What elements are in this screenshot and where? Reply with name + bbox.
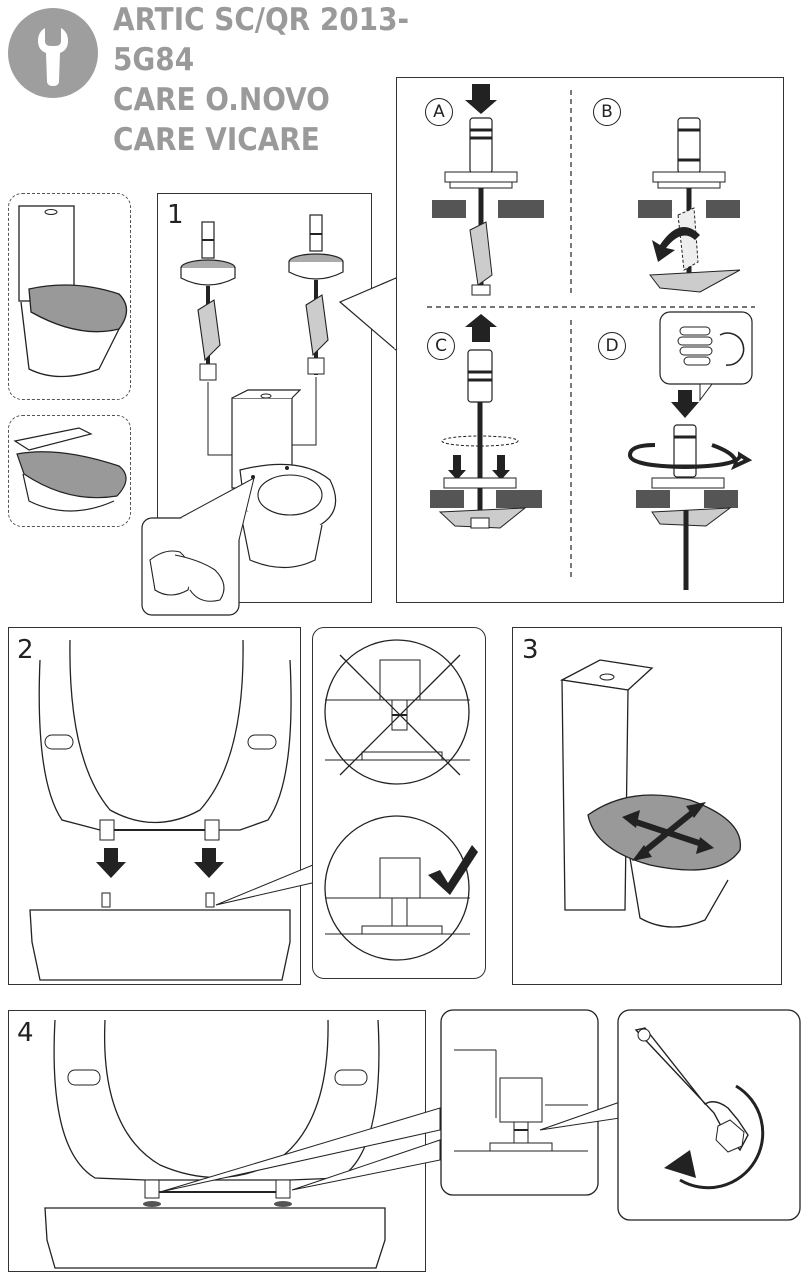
step2-number: 2 <box>17 635 34 665</box>
substep-c-label: C <box>427 332 455 360</box>
substep-d-label: D <box>598 332 626 360</box>
rotate-arrow-b <box>652 227 700 262</box>
step1-number: 1 <box>167 200 184 230</box>
incorrect-fit <box>324 639 470 785</box>
hinge-bolt-right <box>288 214 344 375</box>
hand-wiping-icon <box>149 550 225 602</box>
wrench-icon <box>38 28 68 86</box>
pan-rim <box>29 892 291 981</box>
toilet-wall-hung-icon <box>13 427 127 512</box>
wrench-badge <box>8 8 98 98</box>
move-arrows-icon <box>629 805 706 858</box>
title-line-1: ARTIC SC/QR 2013- <box>113 2 410 38</box>
toilet-step1 <box>231 389 337 569</box>
seat-underside <box>38 639 292 841</box>
correct-fit <box>324 815 478 961</box>
title-line-4: CARE VICARE <box>113 122 320 158</box>
hinge-closeup <box>454 1049 588 1152</box>
substep-b-label: B <box>593 98 621 126</box>
seat-underside-step4 <box>44 1019 386 1269</box>
step3-number: 3 <box>522 635 539 665</box>
cross-mark-icon <box>339 654 461 776</box>
title-line-3: CARE O.NOVO <box>113 82 330 118</box>
substep-d-drawing <box>627 311 753 590</box>
check-mark-icon <box>428 845 478 895</box>
substep-b-drawing <box>638 117 741 293</box>
title-line-2: 5G84 <box>113 42 195 78</box>
substep-a-label: A <box>425 98 453 126</box>
spanner-icon <box>634 1027 765 1190</box>
toilet-closed-coupled-icon <box>18 205 128 378</box>
hand-turning-icon <box>677 326 745 366</box>
rotate-clockwise-icon <box>627 443 753 471</box>
step4-number: 4 <box>17 1018 34 1048</box>
model-thumb-closed-coupled <box>8 193 131 400</box>
substep-a-drawing <box>432 84 544 296</box>
hinge-bolt-left <box>180 221 236 381</box>
model-thumb-wall-hung <box>8 415 131 527</box>
toilet-step3 <box>559 659 742 928</box>
substep-c-drawing <box>430 314 542 529</box>
